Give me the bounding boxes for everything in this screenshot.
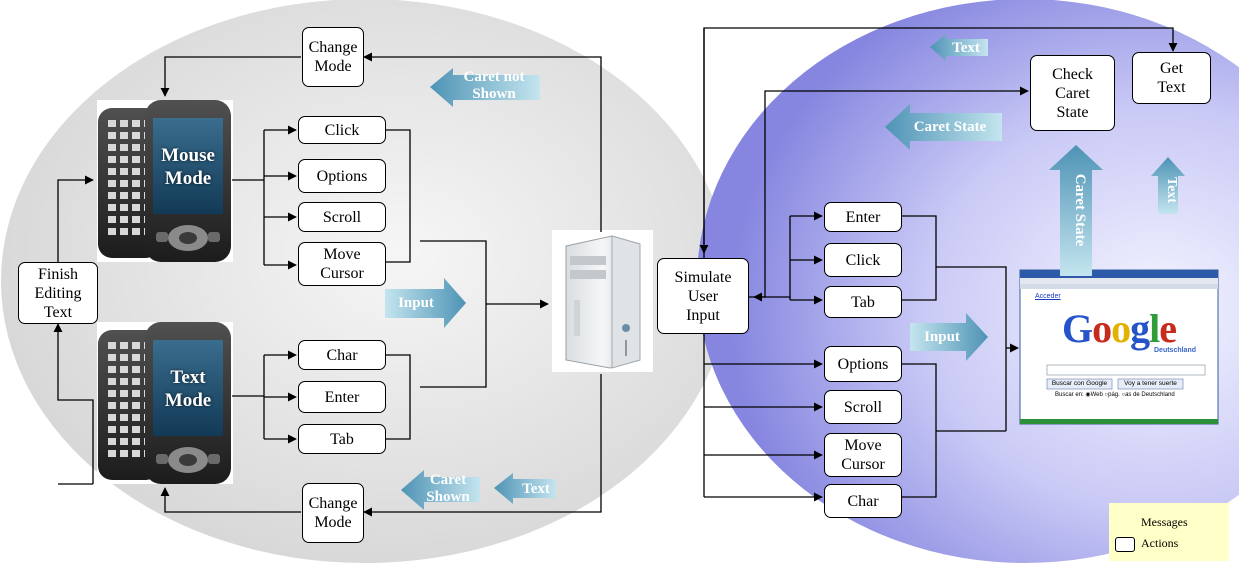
message-arrows: [385, 34, 1185, 510]
pc-action-scroll: Scroll: [824, 390, 902, 424]
get-text-box: Get Text: [1132, 52, 1211, 104]
browser-window: [1019, 269, 1219, 425]
msg-arrow-caret-not-shown: [430, 68, 540, 107]
mouse-action-scroll: Scroll: [298, 202, 386, 232]
simulate-user-input-box: Simulate User Input: [657, 258, 749, 334]
check-caret-state-box: Check Caret State: [1030, 55, 1115, 131]
phone-text-mode: [97, 322, 233, 484]
legend-messages-label: Messages: [1141, 515, 1188, 529]
msg-arrow-text-vertical: [1151, 157, 1185, 214]
browser-search-in: Buscar en: ◉Web ○pág. ○as de Deutschland: [1055, 392, 1175, 398]
legend-action-box-icon: [1115, 537, 1135, 552]
connectors-left: [53, 52, 602, 517]
pc-action-options: Options: [824, 346, 902, 382]
phone-mouse-mode: [97, 100, 233, 262]
msg-arrow-input-left: [385, 278, 466, 328]
pc-action-click: Click: [824, 243, 902, 277]
pc-action-char: Char: [824, 484, 902, 518]
legend: Messages Actions: [1109, 503, 1229, 561]
mouse-mode-label: Mouse Mode: [161, 145, 215, 189]
text-action-char: Char: [298, 340, 386, 370]
pc-action-enter: Enter: [824, 202, 902, 232]
google-logo-sub: Deutschland: [1154, 347, 1197, 354]
pc-action-move-cursor: Move Cursor: [824, 433, 902, 477]
caret-state-vertical-label: Caret State: [1072, 174, 1088, 247]
msg-arrow-text-top: [930, 34, 988, 61]
mouse-action-options: Options: [298, 159, 386, 193]
input-left-label: Input: [398, 295, 434, 311]
change-mode-bottom-box: Change Mode: [302, 483, 364, 543]
input-right-label: Input: [924, 329, 960, 345]
connectors-right: [699, 27, 1178, 502]
text-action-tab: Tab: [298, 424, 386, 454]
text-vertical-label: Text: [1164, 177, 1179, 203]
msg-arrow-caret-shown: [401, 470, 480, 510]
change-mode-top-box: Change Mode: [302, 27, 364, 87]
browser-search-button: Buscar con Google: [1051, 380, 1108, 387]
text-top-label: Text: [952, 40, 980, 56]
caret-shown-label: Caret Shown: [426, 472, 470, 505]
text-left-label: Text: [522, 481, 550, 497]
mouse-action-click: Click: [298, 116, 386, 144]
text-action-enter: Enter: [298, 381, 386, 413]
legend-actions-label: Actions: [1141, 536, 1179, 550]
finish-editing-box: Finish Editing Text: [18, 262, 98, 324]
browser-signin-link: Acceder: [1035, 293, 1061, 300]
mouse-action-move-cursor: Move Cursor: [298, 242, 386, 286]
msg-arrow-text-left: [494, 473, 556, 504]
caret-state-label: Caret State: [913, 119, 987, 135]
msg-arrow-input-right: [910, 313, 988, 361]
text-mode-label: Text Mode: [164, 367, 212, 411]
google-logo: Google: [1062, 306, 1177, 351]
caret-not-shown-label: Caret not Shown: [463, 69, 525, 102]
msg-arrow-caret-state: [885, 104, 1002, 150]
browser-lucky-button: Voy a tener suerte: [1124, 380, 1177, 387]
msg-arrow-caret-state-vertical: [1049, 145, 1103, 276]
pc-action-tab: Tab: [824, 286, 902, 318]
pc-tower: [552, 230, 653, 372]
